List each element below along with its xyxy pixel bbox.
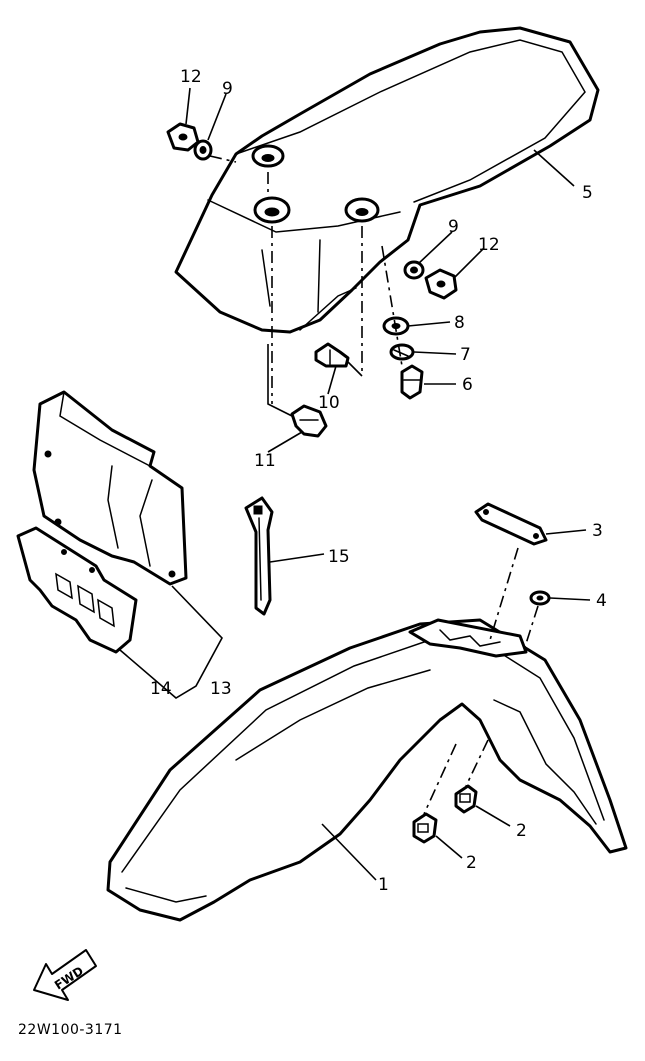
cable-tie-part (244, 496, 274, 616)
washer-upper-left (193, 139, 213, 161)
callout-2-lower: 2 (466, 853, 477, 873)
bolt-6-part (400, 364, 424, 400)
callout-1: 1 (378, 875, 389, 895)
callout-6: 6 (462, 375, 473, 395)
alignment-lines (209, 155, 539, 815)
nut-right (424, 268, 458, 300)
callout-labels: 12 9 5 9 12 8 7 6 10 11 3 15 4 14 13 2 2… (150, 67, 607, 895)
callout-8: 8 (454, 313, 465, 333)
callout-7: 7 (460, 345, 471, 365)
callout-10: 10 (318, 393, 340, 413)
leader-lines (119, 87, 591, 881)
cover-bracket-part (16, 526, 138, 654)
callout-14: 14 (150, 679, 172, 699)
bolt-10-part (314, 342, 350, 368)
fender-plate-part (474, 502, 548, 546)
forward-direction-arrow: FWD (33, 949, 97, 1001)
callout-11: 11 (254, 451, 276, 471)
callout-3: 3 (592, 521, 603, 541)
rear-fender-part (174, 26, 600, 334)
front-fender-part (106, 618, 628, 922)
bolt-11-part (290, 404, 328, 438)
callout-12-right: 12 (478, 235, 500, 255)
washer-right (403, 260, 425, 280)
callout-13: 13 (210, 679, 232, 699)
callout-2-upper: 2 (516, 821, 527, 841)
callout-5: 5 (582, 183, 593, 203)
fender-nut-upper (454, 784, 478, 814)
callout-12-upper: 12 (180, 67, 202, 87)
fender-nut-lower (412, 812, 438, 844)
callout-9-right: 9 (448, 217, 459, 237)
side-cover-part (32, 390, 188, 586)
callout-9-upper: 9 (222, 79, 233, 99)
callout-15: 15 (328, 547, 350, 567)
spring-washer-part (389, 343, 415, 361)
callout-4: 4 (596, 591, 607, 611)
nut-upper-left (166, 122, 200, 152)
grommet-part (529, 590, 551, 606)
drawing-code: 22W100-3171 (18, 1022, 123, 1038)
